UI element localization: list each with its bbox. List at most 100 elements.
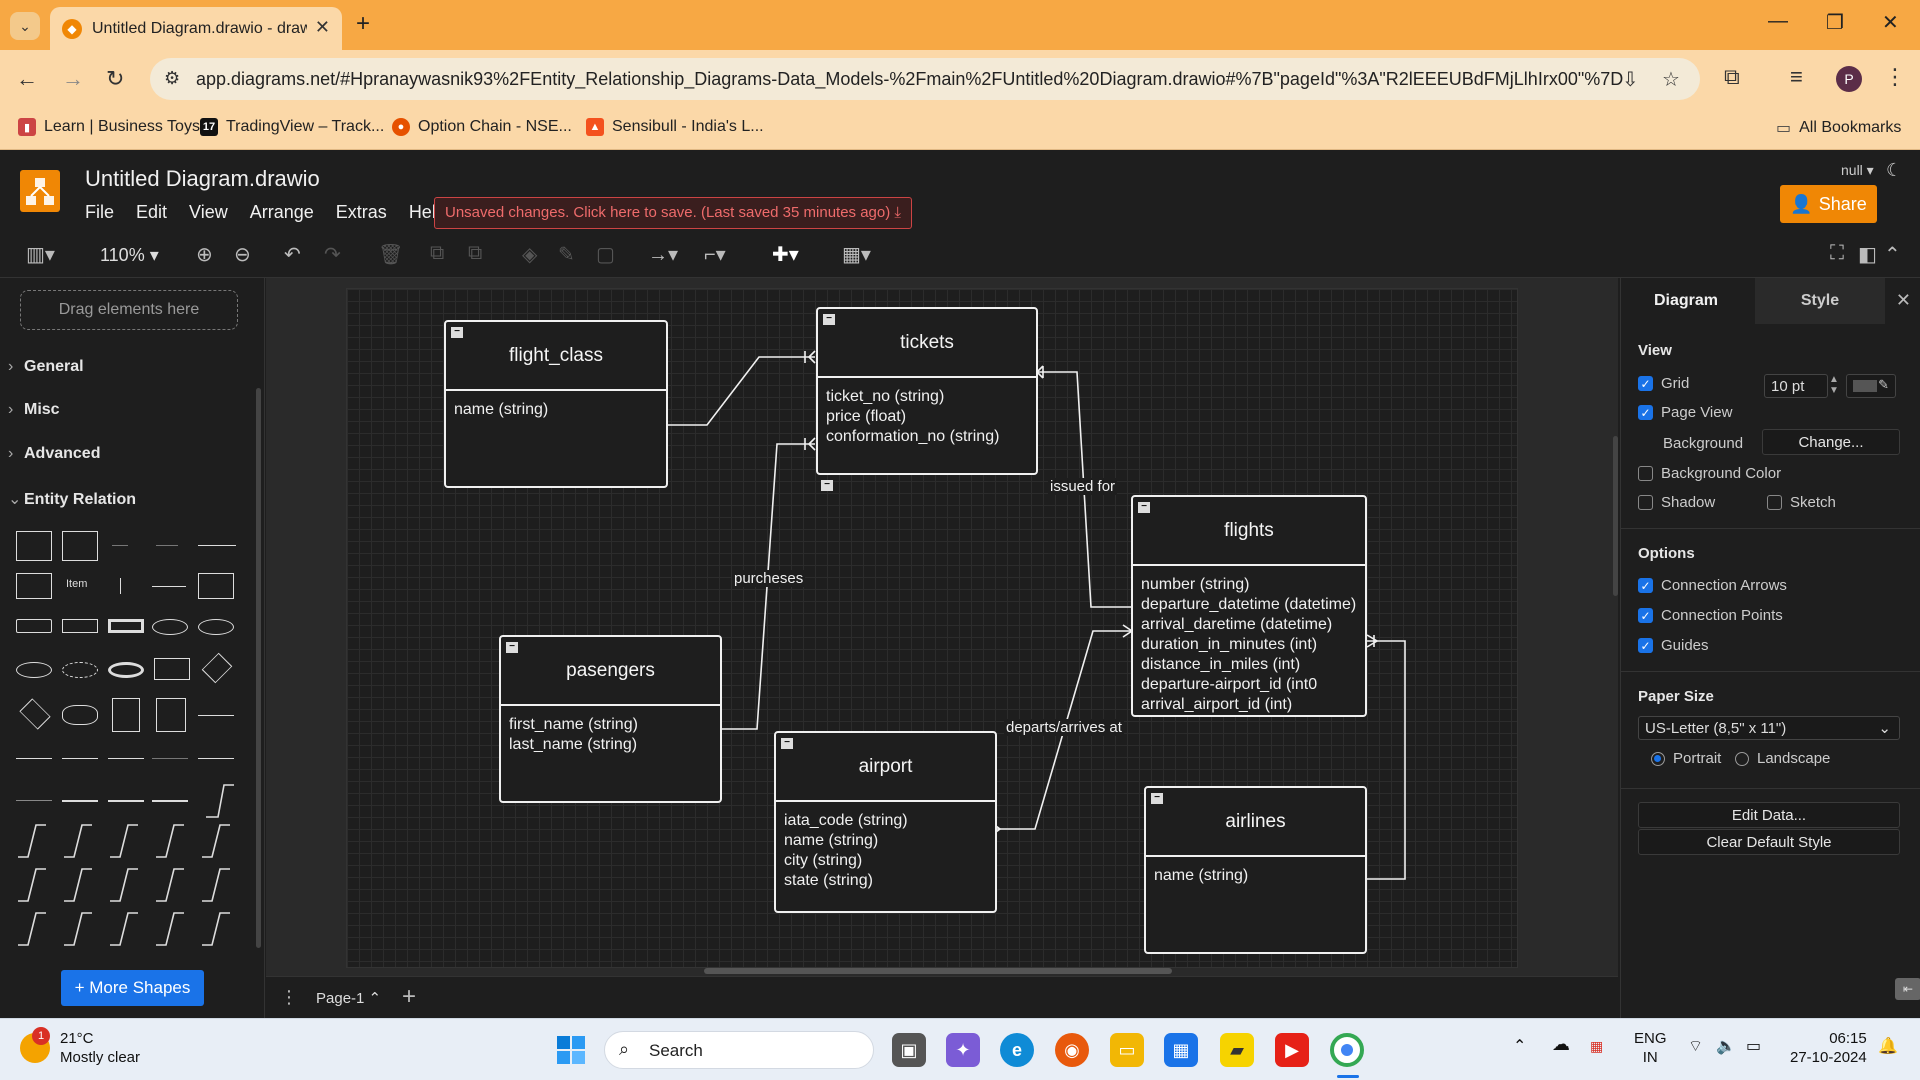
grid-color-picker[interactable]: ✎ [1846, 374, 1896, 398]
change-background-button[interactable]: Change... [1762, 429, 1900, 455]
er-door-shape[interactable] [112, 698, 140, 732]
section-general[interactable]: ›General [8, 358, 84, 375]
weather-widget[interactable]: 1 21°C Mostly clear [20, 1027, 140, 1067]
redo-icon[interactable]: ↷ [324, 244, 341, 266]
install-app-icon[interactable]: ⇩ [1622, 69, 1639, 91]
scratchpad-drop-zone[interactable]: Drag elements here [20, 290, 238, 330]
connection-points-checkbox[interactable]: ✓Connection Points [1638, 607, 1783, 624]
er-relation-line-shape[interactable] [62, 800, 98, 802]
extensions-icon[interactable]: ⧉ [1724, 64, 1740, 89]
clear-default-style-button[interactable]: Clear Default Style [1638, 829, 1900, 855]
show-hidden-icons[interactable]: ⌃ [1513, 1038, 1527, 1055]
undo-icon[interactable]: ↶ [284, 244, 301, 266]
canvas-horizontal-scrollbar[interactable] [704, 968, 1172, 974]
unsaved-changes-button[interactable]: Unsaved changes. Click here to save. (La… [434, 197, 913, 229]
windows-start-icon[interactable] [554, 1033, 588, 1067]
reload-icon[interactable]: ↻ [106, 66, 125, 91]
language-indicator[interactable]: ENG IN [1634, 1030, 1667, 1066]
collapse-icon[interactable]: − [1151, 793, 1163, 804]
menu-edit[interactable]: Edit [136, 202, 168, 222]
close-tab-icon[interactable]: ✕ [314, 17, 330, 37]
er-relation-line-shape[interactable] [16, 758, 52, 759]
battery-icon[interactable]: ▭ [1746, 1038, 1762, 1055]
zoom-in-icon[interactable]: ⊕ [196, 244, 213, 266]
er-relation-line-shape[interactable] [108, 758, 144, 759]
close-window-button[interactable]: ✕ [1882, 12, 1899, 34]
wifi-icon[interactable]: ⌔ [1688, 1038, 1704, 1055]
edge-browser-icon[interactable]: e [1000, 1033, 1034, 1067]
er-entity-shape[interactable] [62, 619, 98, 633]
er-weak-entity-shape[interactable] [108, 619, 144, 633]
er-entity-shape[interactable] [16, 573, 52, 599]
connection-arrows-checkbox[interactable]: ✓Connection Arrows [1638, 577, 1787, 594]
toggle-panel-icon[interactable]: ◧ [1858, 244, 1877, 266]
er-attribute-shape[interactable] [120, 578, 121, 594]
menu-view[interactable]: View [189, 202, 228, 222]
dark-mode-icon[interactable]: ☾ [1886, 160, 1903, 180]
restore-window-button[interactable]: ❐ [1826, 12, 1844, 34]
bookmark-item[interactable]: ▮Learn | Business Toys [18, 118, 200, 136]
tab-style[interactable]: Style [1755, 278, 1885, 324]
er-cloud-shape[interactable] [62, 705, 98, 725]
er-line-shape[interactable] [156, 545, 178, 546]
er-key-attribute-shape[interactable] [16, 662, 52, 678]
collapse-format-panel-icon[interactable]: ⇤ [1895, 978, 1920, 1000]
er-relationship-diamond-shape[interactable] [19, 698, 51, 730]
collapse-icon[interactable]: − [781, 738, 793, 749]
portrait-radio[interactable]: Portrait [1651, 750, 1721, 767]
minimize-window-button[interactable]: — [1768, 10, 1788, 32]
sticky-notes-icon[interactable]: ▰ [1220, 1033, 1254, 1067]
shadow-checkbox[interactable]: Shadow [1638, 494, 1715, 511]
table-icon[interactable]: ▦▾ [842, 244, 871, 266]
new-tab-button[interactable]: + [356, 10, 371, 37]
er-table-shape[interactable] [16, 531, 52, 561]
menu-arrange[interactable]: Arrange [249, 202, 314, 222]
er-relation-line-shape[interactable] [198, 758, 234, 759]
er-item-shape[interactable]: Item [66, 578, 88, 590]
entity-airport[interactable]: − airport iata_code (string) name (strin… [774, 731, 997, 913]
file-explorer-icon[interactable]: ▭ [1110, 1033, 1144, 1067]
add-page-button[interactable]: + [402, 983, 417, 1010]
tab-search-button[interactable]: ⌄ [10, 12, 40, 40]
er-table-shape[interactable] [62, 531, 98, 561]
er-attribute-ellipse-shape[interactable] [198, 619, 234, 635]
bookmark-item[interactable]: ▲Sensibull - India's L... [586, 118, 764, 136]
diagram-canvas[interactable]: − flight_class name (string) − tickets t… [266, 278, 1618, 976]
entity-tickets[interactable]: − tickets ticket_no (string) price (floa… [816, 307, 1038, 475]
er-line-shape[interactable] [152, 586, 186, 587]
er-entity-shape[interactable] [16, 619, 52, 633]
entity-airlines[interactable]: − airlines name (string) [1144, 786, 1367, 954]
sidebar-scrollbar[interactable] [256, 388, 261, 948]
er-derived-attribute-shape[interactable] [62, 662, 98, 678]
media-control-icon[interactable]: ≡ [1790, 64, 1803, 89]
er-relation-line-shape[interactable] [152, 758, 188, 759]
collapse-icon[interactable]: − [451, 327, 463, 338]
shadow-icon[interactable]: ▢ [596, 244, 615, 266]
onedrive-icon[interactable]: ☁ [1552, 1034, 1570, 1054]
bookmark-star-icon[interactable]: ☆ [1662, 69, 1680, 91]
entity-flight-class[interactable]: − flight_class name (string) [444, 320, 668, 488]
collapse-icon[interactable]: − [1138, 502, 1150, 513]
edit-data-button[interactable]: Edit Data... [1638, 802, 1900, 828]
volume-icon[interactable]: 🔈 [1716, 1038, 1736, 1055]
line-color-icon[interactable]: ✎ [558, 244, 575, 266]
collapse-icon[interactable]: ⌃ [1884, 244, 1901, 266]
er-attribute-ellipse-shape[interactable] [152, 619, 188, 635]
clock[interactable]: 06:15 27-10-2024 [1790, 1030, 1867, 1066]
paper-size-select[interactable]: US-Letter (8,5" x 11")⌄ [1638, 716, 1900, 740]
entity-flights[interactable]: − flights number (string) departure_date… [1131, 495, 1367, 717]
page-tab-1[interactable]: Page-1 ⌃ [316, 990, 382, 1007]
background-color-checkbox[interactable]: Background Color [1638, 465, 1781, 482]
section-misc[interactable]: ›Misc [8, 401, 60, 418]
er-relation-line-shape[interactable] [152, 800, 188, 802]
er-relationship-shape[interactable] [154, 658, 190, 680]
notification-bell-icon[interactable]: 🔔 [1878, 1038, 1898, 1055]
url-omnibox[interactable]: ⚙ app.diagrams.net/#Hpranaywasnik93%2FEn… [150, 58, 1700, 100]
section-entity-relation[interactable]: ⌄Entity Relation [8, 491, 137, 508]
all-bookmarks-button[interactable]: ▭All Bookmarks [1776, 119, 1902, 137]
diagram-page[interactable]: − flight_class name (string) − tickets t… [346, 288, 1518, 968]
er-line-shape[interactable] [198, 545, 236, 546]
collapse-icon[interactable]: − [823, 314, 835, 325]
forward-arrow-icon[interactable]: → [62, 66, 84, 91]
